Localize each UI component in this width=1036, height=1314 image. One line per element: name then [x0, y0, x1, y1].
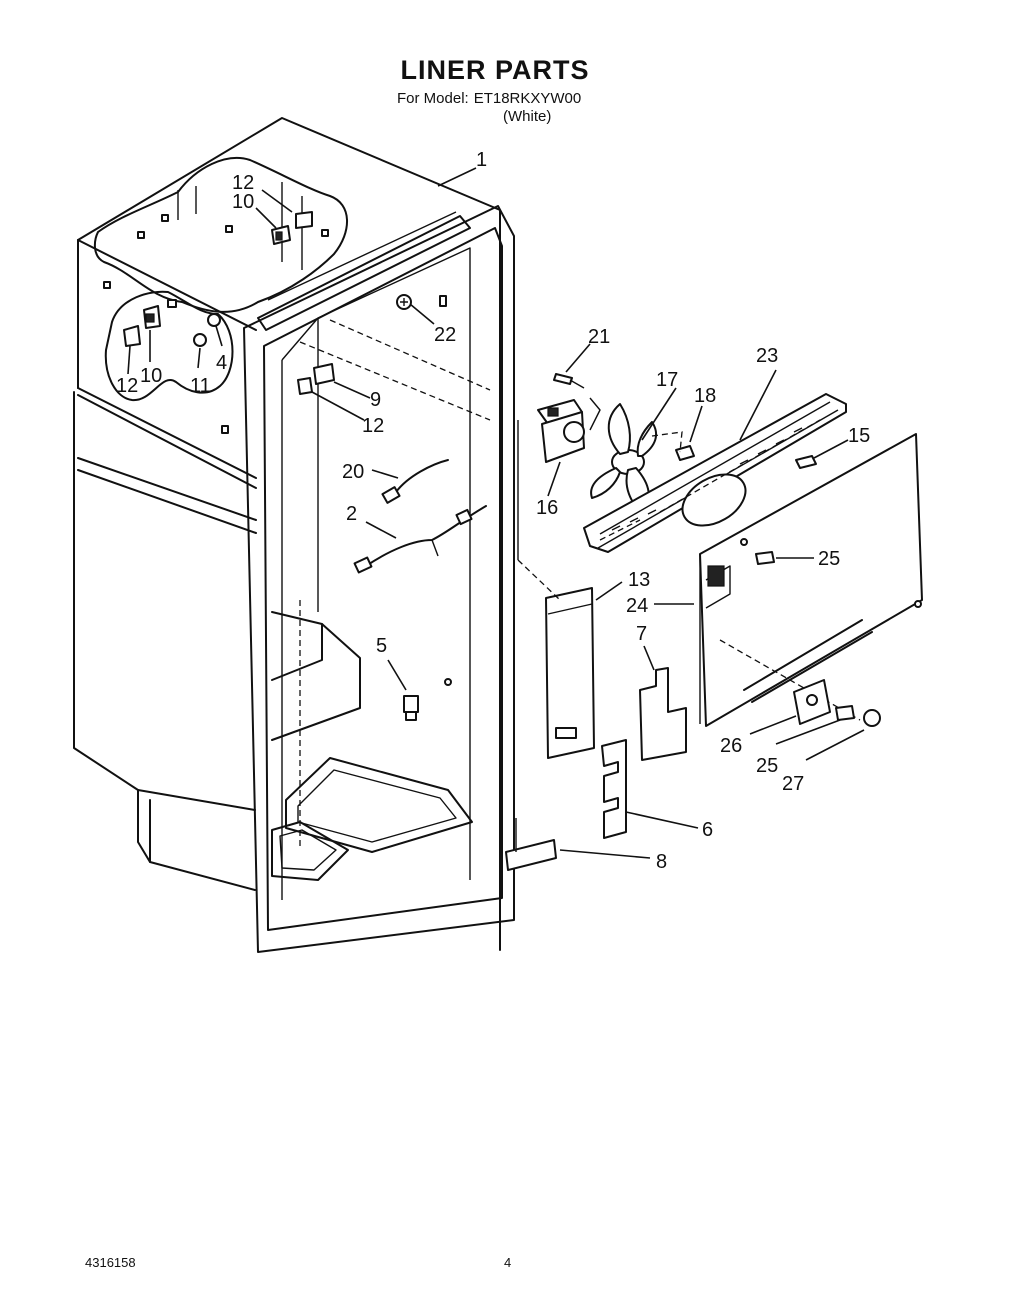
callout-13: 13: [628, 569, 650, 591]
part-16-motor: [537, 397, 601, 463]
callout-9: 9: [370, 389, 381, 411]
callout-20: 20: [342, 461, 364, 483]
callout-15: 15: [848, 425, 870, 447]
callout-labels: 1 12 10 22 4 12 10 11 9 12 20 2 5 21 17 …: [116, 149, 870, 873]
callout-17: 17: [656, 369, 678, 391]
part-23-duct: [583, 393, 847, 553]
callout-18: 18: [694, 385, 716, 407]
part-25-27-screws: [835, 705, 881, 727]
cabinet-liner: [73, 117, 515, 953]
model-number: ET18RKXYW00: [473, 90, 582, 107]
callout-4: 4: [216, 352, 227, 374]
callout-6: 6: [702, 819, 713, 841]
part-24-cover: [699, 433, 923, 727]
part-11-4: [193, 313, 221, 347]
part-7-panel: [639, 667, 687, 761]
document-code: 4316158: [85, 1255, 136, 1270]
callout-5: 5: [376, 635, 387, 657]
part-10-upper: [271, 225, 291, 245]
callout-21: 21: [588, 326, 610, 348]
part-22: [396, 294, 412, 310]
part-2-harness: [353, 505, 487, 574]
callout-22: 22: [434, 324, 456, 346]
callout-10-upper: 10: [232, 191, 254, 213]
callout-23: 23: [756, 345, 778, 367]
callout-12-lower: 12: [116, 375, 138, 397]
part-15-screw: [795, 455, 817, 469]
callout-26: 26: [720, 735, 742, 757]
model-variant: (White): [503, 108, 552, 125]
part-12-upper: [295, 211, 313, 229]
callout-12-mid: 12: [362, 415, 384, 437]
part-20-wire: [381, 459, 449, 504]
model-label: For Model:: [397, 90, 469, 107]
part-9-bracket: [297, 363, 335, 395]
callout-2: 2: [346, 503, 357, 525]
part-21-screw: [553, 373, 585, 389]
model-line: For Model:ET18RKXYW00: [397, 90, 581, 107]
page-number: 4: [504, 1255, 512, 1270]
part-10-12-lower: [123, 305, 161, 347]
callout-1: 1: [476, 149, 487, 171]
callout-7: 7: [636, 623, 647, 645]
callout-24: 24: [626, 595, 648, 617]
part-18-screw: [651, 431, 695, 461]
callout-12-upper: 12: [232, 172, 254, 194]
part-17-fan-blade: [590, 403, 658, 513]
part-8-strip: [505, 818, 557, 871]
part-6-panel: [601, 739, 627, 839]
callout-16: 16: [536, 497, 558, 519]
part-5-knob: [403, 678, 452, 721]
callout-25-upper: 25: [818, 548, 840, 570]
part-26-bracket: [793, 679, 831, 725]
leader-lines: [127, 167, 865, 859]
callout-8: 8: [656, 851, 667, 873]
part-25-upper-screw: [755, 551, 775, 565]
page-title: LINER PARTS: [400, 55, 590, 85]
part-13-panel: [517, 420, 595, 759]
callout-10-lower: 10: [140, 365, 162, 387]
callout-11: 11: [190, 375, 211, 397]
callout-25-lower: 25: [756, 755, 778, 777]
callout-27: 27: [782, 773, 804, 795]
